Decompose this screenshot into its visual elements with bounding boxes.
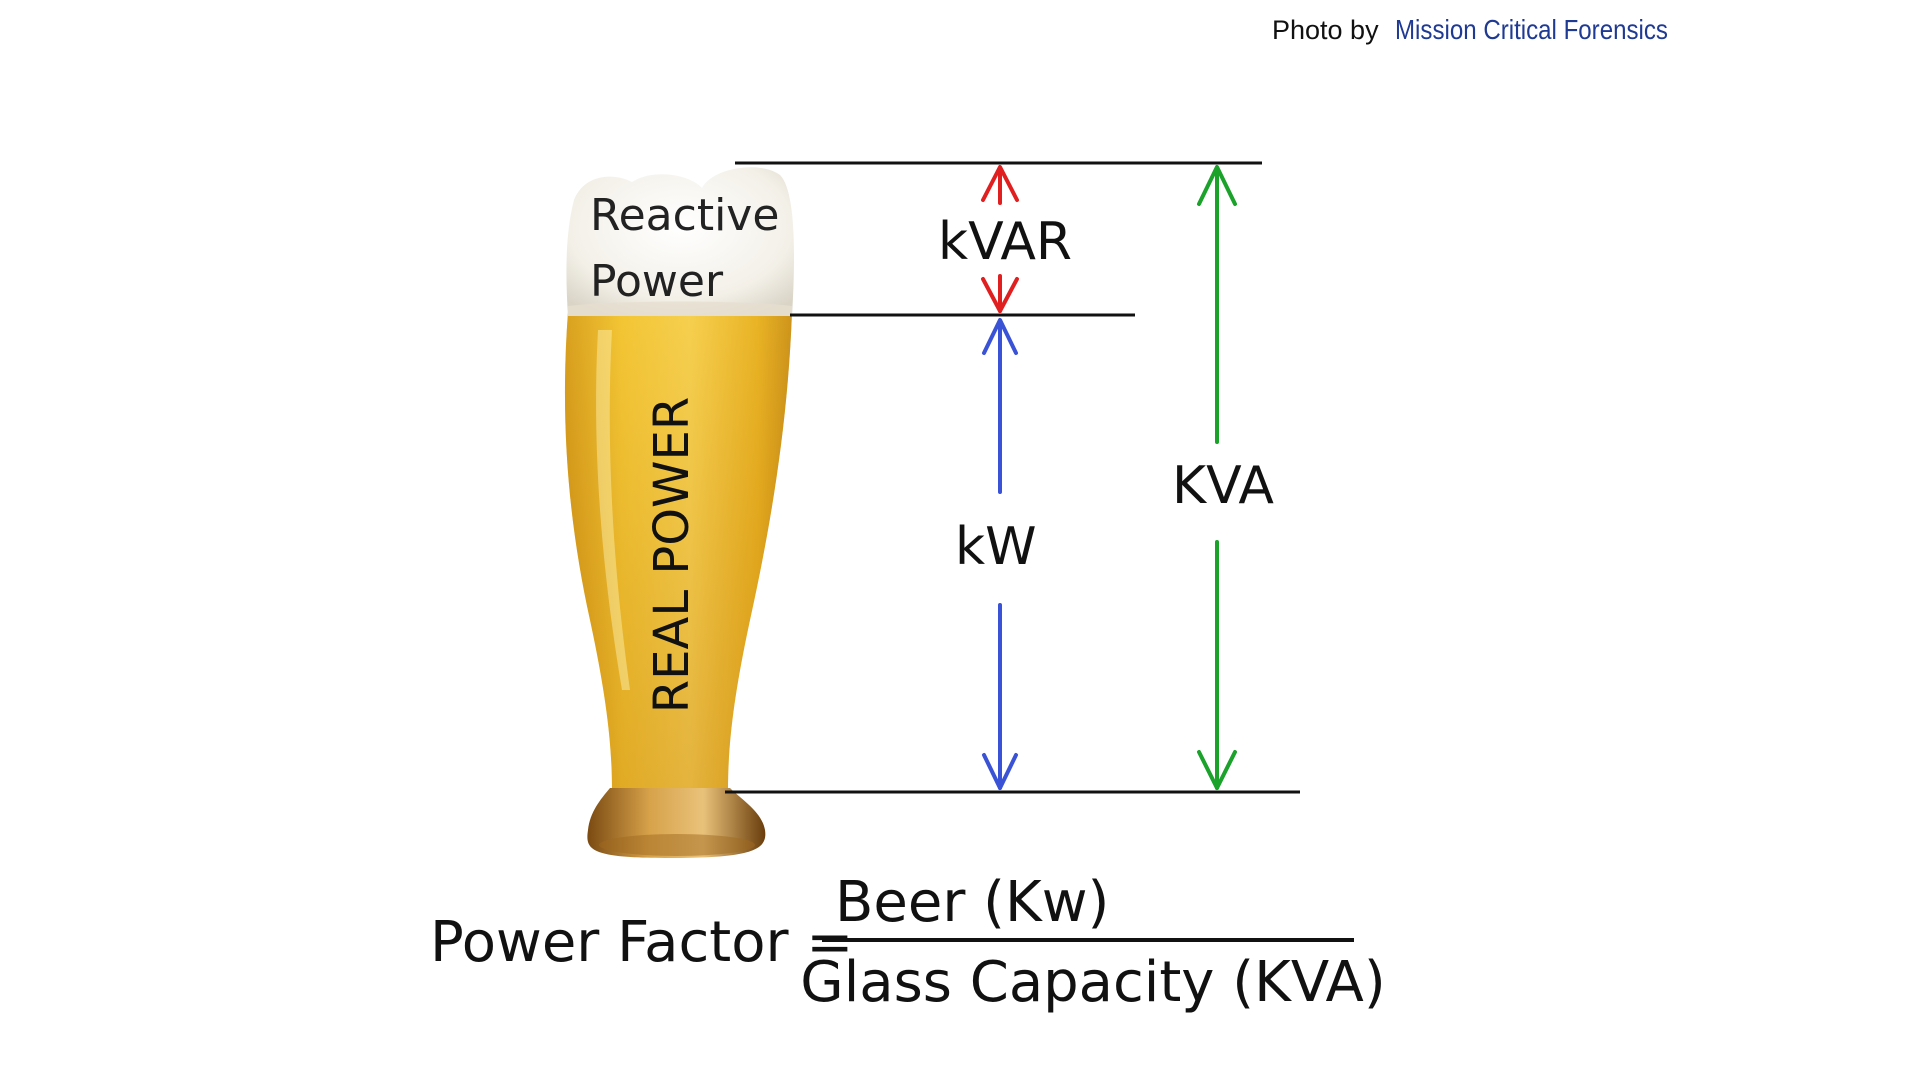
kw-label: kW bbox=[955, 517, 1037, 577]
formula-lhs: Power Factor = bbox=[430, 910, 854, 975]
formula-denominator: Glass Capacity (KVA) bbox=[800, 950, 1386, 1015]
kvar-label: kVAR bbox=[938, 212, 1073, 272]
fraction-bar bbox=[822, 938, 1354, 942]
kva-label: KVA bbox=[1172, 456, 1274, 516]
kva-arrow bbox=[1197, 165, 1237, 790]
photo-credit: Photo by Mission Critical Forensics bbox=[1272, 14, 1712, 46]
kw-arrow bbox=[982, 318, 1018, 790]
foam-label-line2: Power bbox=[590, 256, 724, 307]
credit-brand-link[interactable]: Mission Critical Forensics bbox=[1394, 14, 1668, 45]
kvar-arrow bbox=[981, 165, 1019, 313]
credit-prefix: Photo by bbox=[1272, 15, 1379, 45]
beer-foam bbox=[566, 167, 795, 316]
formula-numerator: Beer (Kw) bbox=[835, 870, 1110, 935]
foam-label-line1: Reactive bbox=[590, 190, 780, 241]
real-power-label: REAL POWER bbox=[644, 396, 700, 714]
